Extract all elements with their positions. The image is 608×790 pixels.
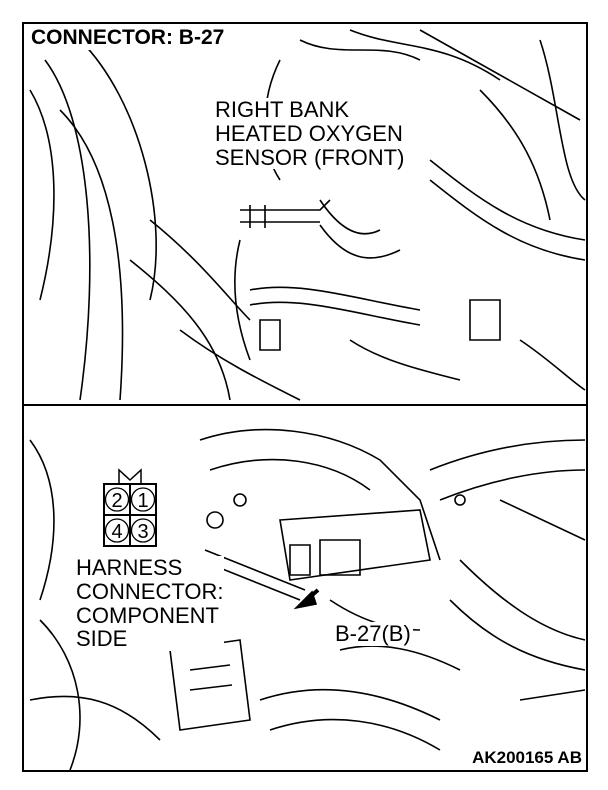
connector-callout: B-27(B) <box>333 621 413 646</box>
label-line: COMPONENT <box>76 602 219 628</box>
figure-code: AK200165 AB <box>470 748 584 768</box>
callout-line: RIGHT BANK <box>215 97 350 122</box>
pin-label: 4 <box>111 521 122 543</box>
sensor-callout: RIGHT BANK HEATED OXYGEN SENSOR (FRONT) <box>215 97 405 170</box>
panel-divider <box>22 404 588 406</box>
pin-label: 2 <box>111 490 122 512</box>
connector-title: CONNECTOR: B-27 <box>28 26 228 50</box>
pin-label: 3 <box>137 521 148 543</box>
callout-line: HEATED OXYGEN <box>215 120 403 146</box>
connector-pin-diagram: 2 1 4 3 <box>103 468 157 548</box>
label-line: SIDE <box>76 626 128 652</box>
top-engine-drawing <box>29 29 586 401</box>
figure-frame <box>22 22 588 772</box>
label-line: HARNESS <box>76 555 183 580</box>
callout-line: SENSOR (FRONT) <box>215 144 405 170</box>
arrow-icon <box>293 590 318 610</box>
pin-label: 1 <box>137 490 148 512</box>
label-line: CONNECTOR: <box>76 578 224 604</box>
harness-connector-label: HARNESS CONNECTOR: COMPONENT SIDE <box>76 556 224 651</box>
